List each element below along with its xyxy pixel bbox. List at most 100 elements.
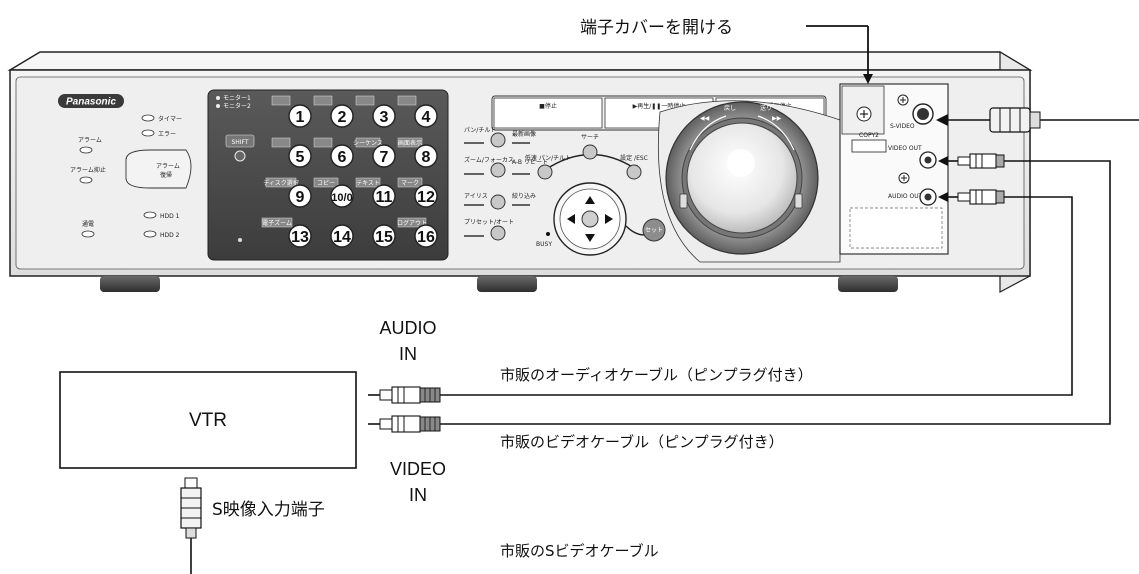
ab-repeat-label: A-B リピート bbox=[512, 159, 548, 166]
brand-logo: Panasonic bbox=[66, 97, 116, 108]
rewind-label: 戻し bbox=[724, 104, 736, 112]
display-key-label: 画面表示 bbox=[398, 139, 422, 147]
latest-image-label: 最新画像 bbox=[512, 130, 536, 138]
stop-button[interactable] bbox=[493, 97, 603, 129]
play-pause-label: ▶再生/❚❚一時停止 bbox=[633, 102, 686, 110]
search-label: サーチ bbox=[581, 134, 599, 141]
video-out-label: VIDEO OUT bbox=[888, 145, 922, 152]
control-buttons: パン/チルト 最新画像 ズーム/フォーカス A-B リピート アイリス 絞り込み… bbox=[464, 127, 666, 256]
error-led-label: エラー bbox=[158, 131, 176, 138]
key-1[interactable]: 1 bbox=[271, 95, 312, 128]
power-led bbox=[81, 230, 95, 238]
power-label: 通電 bbox=[82, 220, 94, 228]
jog-shuttle[interactable]: ◀◀ ▶▶ 戻し 送り bbox=[657, 100, 841, 263]
forward-icon: ▶▶ bbox=[772, 115, 782, 122]
audio-in-label-2: IN bbox=[399, 344, 417, 364]
shift-key[interactable] bbox=[234, 150, 246, 162]
monitor2-label: モニター2 bbox=[223, 102, 251, 110]
key-14[interactable]: 14 bbox=[330, 224, 354, 248]
forward-label: 送り bbox=[760, 104, 772, 112]
narrow-down-label: 絞り込み bbox=[512, 192, 536, 200]
arrow-down-icon[interactable] bbox=[585, 234, 595, 242]
arrow-up-icon[interactable] bbox=[585, 196, 595, 204]
iris-button[interactable] bbox=[490, 194, 506, 210]
timer-led bbox=[141, 114, 155, 122]
key-7[interactable]: シーケンス 7 bbox=[353, 137, 396, 168]
audio-plug-recorder bbox=[938, 189, 1005, 205]
indicator-dot bbox=[238, 238, 242, 242]
search-button[interactable] bbox=[582, 144, 598, 160]
key-11-label: 11 bbox=[376, 189, 393, 206]
foot-right bbox=[838, 276, 898, 292]
zoom-focus-button[interactable] bbox=[490, 162, 506, 178]
video-cable bbox=[440, 160, 1111, 425]
arrow-left-icon[interactable] bbox=[567, 214, 575, 224]
key-7-label: 7 bbox=[380, 149, 389, 166]
key-6-label: 6 bbox=[338, 149, 347, 166]
center-button[interactable] bbox=[581, 210, 599, 228]
video-in-label-2: IN bbox=[409, 485, 427, 505]
audio-in-label-1: AUDIO bbox=[379, 318, 436, 338]
zoom-focus-label: ズーム/フォーカス bbox=[464, 156, 514, 164]
key-4[interactable]: 4 bbox=[397, 95, 438, 128]
key-14-label: 14 bbox=[333, 229, 351, 246]
setting-esc-button[interactable] bbox=[626, 164, 642, 180]
preset-auto-button[interactable] bbox=[490, 225, 506, 241]
alarm-reset-label-1: アラーム bbox=[156, 163, 180, 170]
hdd2-led bbox=[143, 230, 157, 238]
pan-tilt-label: パン/チルト bbox=[464, 127, 496, 134]
arrow-right-icon[interactable] bbox=[605, 214, 613, 224]
left-status-section: Panasonic タイマー エラー アラーム アラーム抑止 アラーム 復帰 通… bbox=[58, 94, 192, 239]
video-cable-caption: 市販のビデオケーブル（ピンプラグ付き） bbox=[500, 433, 784, 451]
terminal-area: S-VIDEO COPY2 VIDEO OUT AUDIO OUT bbox=[839, 83, 949, 255]
audio-cable bbox=[440, 196, 1073, 396]
sequence-key-label: シーケンス bbox=[353, 140, 383, 147]
rewind-icon: ◀◀ bbox=[700, 115, 710, 122]
shift-label: SHIFT bbox=[231, 139, 248, 146]
logout-key-label: ログアウト bbox=[397, 219, 427, 227]
setting-esc-label: 設定 /ESC bbox=[620, 154, 648, 162]
key-3[interactable]: 3 bbox=[355, 95, 396, 128]
video-in-label-1: VIDEO bbox=[390, 459, 446, 479]
slow-pan-tilt-button[interactable] bbox=[537, 164, 553, 180]
copy-label: コピー bbox=[317, 180, 335, 187]
key-2[interactable]: 2 bbox=[313, 95, 354, 128]
s-video-input-label: S映像入力端子 bbox=[212, 500, 325, 520]
pan-tilt-button[interactable] bbox=[490, 132, 506, 148]
key-12-label: 12 bbox=[417, 189, 435, 206]
stop-label: ■停止 bbox=[539, 102, 557, 110]
audio-cable-caption: 市販のオーディオケーブル（ピンプラグ付き） bbox=[500, 366, 813, 384]
vtr-label: VTR bbox=[189, 410, 227, 431]
s-video-label: S-VIDEO bbox=[890, 123, 915, 130]
alarm-led bbox=[79, 146, 93, 154]
cables bbox=[59, 25, 1139, 574]
hdd2-label: HDD 2 bbox=[160, 232, 180, 239]
error-led bbox=[141, 129, 155, 137]
alarm-reset-button[interactable] bbox=[125, 149, 192, 189]
foot-middle bbox=[477, 276, 537, 292]
slow-pan-tilt-label: 低速 パン/チルト bbox=[525, 154, 571, 162]
hdd1-led bbox=[143, 211, 157, 219]
s-video-cable-caption: 市販のSビデオケーブル bbox=[500, 542, 659, 560]
key-6[interactable]: 6 bbox=[313, 137, 354, 168]
jog-dial[interactable] bbox=[686, 122, 798, 234]
alarm-reset-label-2: 復帰 bbox=[160, 171, 172, 179]
shift-button[interactable] bbox=[225, 134, 255, 148]
key-15-label: 15 bbox=[375, 229, 393, 246]
key-5-label: 5 bbox=[296, 149, 305, 166]
copy2-port[interactable] bbox=[851, 139, 887, 153]
monitor1-label: モニター1 bbox=[223, 94, 251, 102]
preset-auto-label: プリセット/オート bbox=[464, 219, 514, 226]
key-5[interactable]: 5 bbox=[271, 137, 312, 168]
key-13-label: 13 bbox=[291, 229, 309, 246]
key-15[interactable]: 15 bbox=[372, 224, 396, 248]
set-label: セット bbox=[645, 227, 663, 234]
set-button[interactable] bbox=[642, 218, 666, 242]
